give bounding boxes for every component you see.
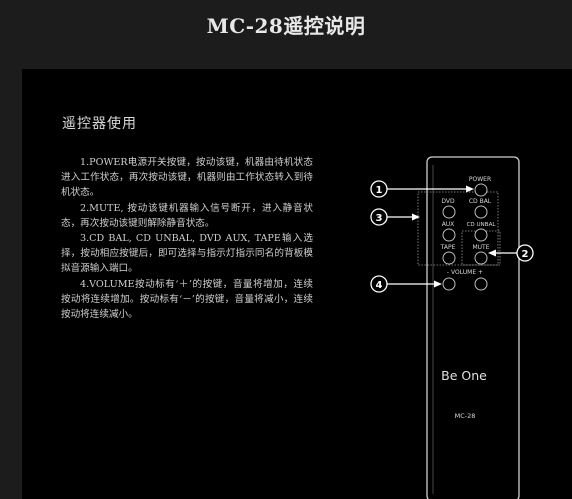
content-panel: 遥控器使用 1.POWER电源开关按键，按动该键，机器由待机状态进入工作状态，再… xyxy=(22,69,572,499)
remote-diagram: POWER DVD CD BAL AUX CD UNBAL TAPE MUTE … xyxy=(370,156,534,499)
callout-2: 2 xyxy=(488,244,534,262)
instruction-power: 1.POWER电源开关按键，按动该键，机器由待机状态进入工作状态，再次按动该键，… xyxy=(61,157,313,199)
instruction-volume: 4.VOLUME按动标有‘＋’的按键，音量将增加，连续按动将连续增加。按动标有‘… xyxy=(61,278,313,321)
instructions-text: 1.POWER电源开关按键，按动该键，机器由待机状态进入工作状态，再次按动该键，… xyxy=(61,155,313,322)
callout-4-number: 4 xyxy=(376,280,383,291)
cd-bal-label: CD BAL xyxy=(469,198,492,205)
instruction-mute: 2.MUTE, 按动该键机器输入信号断开，进入静音状态，再次按动该键则解除静音状… xyxy=(61,202,313,229)
callout-1-number: 1 xyxy=(376,185,383,196)
tape-label: TAPE xyxy=(440,244,456,251)
callout-3: 3 xyxy=(370,208,420,226)
remote-body xyxy=(426,156,520,499)
volume-down-button[interactable] xyxy=(442,277,456,291)
callout-2-number: 2 xyxy=(522,249,529,260)
callout-3-number: 3 xyxy=(376,213,383,224)
volume-up-button[interactable] xyxy=(474,277,488,291)
cd-unbal-label: CD UNBAL xyxy=(466,222,496,228)
cd-unbal-button[interactable] xyxy=(474,228,488,242)
page-title: MC-28遥控说明 xyxy=(206,14,366,38)
instruction-input-select: 3.CD BAL, CD UNBAL, DVD AUX, TAPE输入选择，按动… xyxy=(61,233,313,275)
volume-label: - VOLUME + xyxy=(447,269,483,276)
callout-4: 4 xyxy=(370,275,442,293)
dvd-label: DVD xyxy=(441,198,455,205)
section-heading: 遥控器使用 xyxy=(62,116,137,132)
dvd-button[interactable] xyxy=(442,205,456,219)
mute-label: MUTE xyxy=(472,244,489,251)
callout-1: 1 xyxy=(370,180,474,198)
cd-bal-button[interactable] xyxy=(474,205,488,219)
mute-button[interactable] xyxy=(474,251,488,265)
aux-label: AUX xyxy=(442,221,455,228)
brand-logo: Be One xyxy=(441,368,487,383)
input-buttons-group-outline xyxy=(417,191,499,266)
tape-button[interactable] xyxy=(442,251,456,265)
aux-button[interactable] xyxy=(442,228,456,242)
model-label: MC-28 xyxy=(455,412,476,420)
power-label: POWER xyxy=(469,176,491,183)
power-button[interactable] xyxy=(474,183,488,197)
